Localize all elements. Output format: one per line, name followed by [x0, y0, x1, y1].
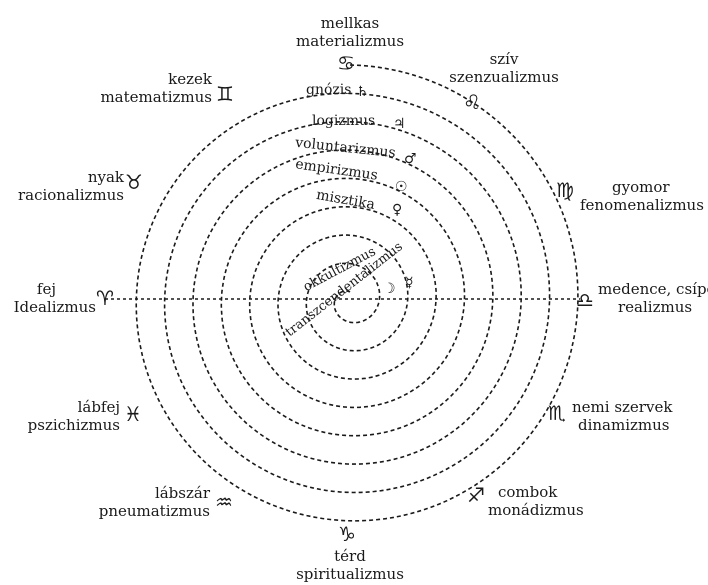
philosophy: fenomenalizmus — [580, 196, 704, 214]
spiral-path — [135, 64, 579, 522]
virgo-icon: ♍ — [556, 178, 574, 202]
mercury-icon: ☿ — [405, 275, 414, 291]
body-part: medence, csípő — [598, 280, 708, 298]
jupiter-icon: ♃ — [393, 116, 406, 132]
venus-icon: ♀ — [392, 202, 403, 218]
sign-label-labfej: lábfej pszichizmus — [10, 398, 120, 434]
inner-label-gnozis: gnózis — [306, 82, 352, 98]
gemini-icon: ♊ — [216, 82, 234, 106]
sign-label-nemi: nemi szervek dinamizmus — [572, 398, 692, 434]
libra-icon: ♎ — [576, 288, 594, 312]
philosophy: pneumatizmus — [98, 502, 210, 520]
mars-icon: ♂ — [404, 151, 417, 167]
sign-label-medence: medence, csípő realizmus — [598, 280, 708, 316]
body-part: gyomor — [612, 178, 670, 196]
cancer-icon: ♋ — [337, 51, 355, 75]
pisces-icon: ♓ — [124, 402, 142, 426]
body-part: nemi szervek — [572, 398, 673, 416]
body-part: kezek — [168, 70, 212, 88]
sign-label-gyomor: gyomor fenomenalizmus — [580, 178, 706, 214]
dashed-spiral — [135, 64, 579, 522]
philosophy: szenzualizmus — [449, 68, 559, 86]
sign-label-combok: combok monádizmus — [488, 483, 598, 519]
philosophy: monádizmus — [488, 501, 584, 519]
saturn-icon: ♄ — [356, 84, 369, 100]
philosophy: Idealizmus — [13, 298, 96, 316]
philosophy: matematizmus — [100, 88, 212, 106]
leo-icon: ♌ — [463, 90, 481, 114]
sun-icon: ☉ — [395, 179, 408, 195]
sign-label-nyak: nyak racionalizmus — [0, 168, 124, 204]
philosophy: pszichizmus — [27, 416, 120, 434]
body-part: lábfej — [77, 398, 120, 416]
aquarius-icon: ♒ — [215, 490, 233, 514]
sign-label-fej: fej Idealizmus — [0, 280, 96, 316]
sign-label-mellkas: mellkas materializmus — [290, 14, 410, 50]
capricorn-icon: ♑ — [338, 522, 356, 546]
aries-icon: ♈ — [96, 286, 114, 310]
philosophy: racionalizmus — [17, 186, 124, 204]
body-part: térd — [334, 547, 366, 565]
body-part: combok — [498, 483, 558, 501]
body-part: mellkas — [320, 14, 380, 32]
moon-icon: ☽ — [383, 281, 396, 297]
philosophy: realizmus — [618, 298, 693, 316]
sign-label-terd: térd spiritualizmus — [290, 547, 410, 583]
sagittarius-icon: ♐ — [467, 483, 485, 507]
body-part: nyak — [87, 168, 124, 186]
philosophy: dinamizmus — [578, 416, 670, 434]
inner-label-logizmus: logizmus — [312, 113, 376, 129]
philosophy: materializmus — [295, 32, 405, 50]
body-part: szív — [489, 50, 519, 68]
sign-label-labszar: lábszár pneumatizmus — [80, 484, 210, 520]
sign-label-kezek: kezek matematizmus — [70, 70, 212, 106]
philosophy: spiritualizmus — [296, 565, 404, 583]
scorpio-icon: ♏ — [548, 401, 566, 425]
sign-label-sziv: szív szenzualizmus — [444, 50, 564, 86]
body-part: lábszár — [154, 484, 210, 502]
taurus-icon: ♉ — [125, 170, 143, 194]
body-part: fej — [36, 280, 56, 298]
